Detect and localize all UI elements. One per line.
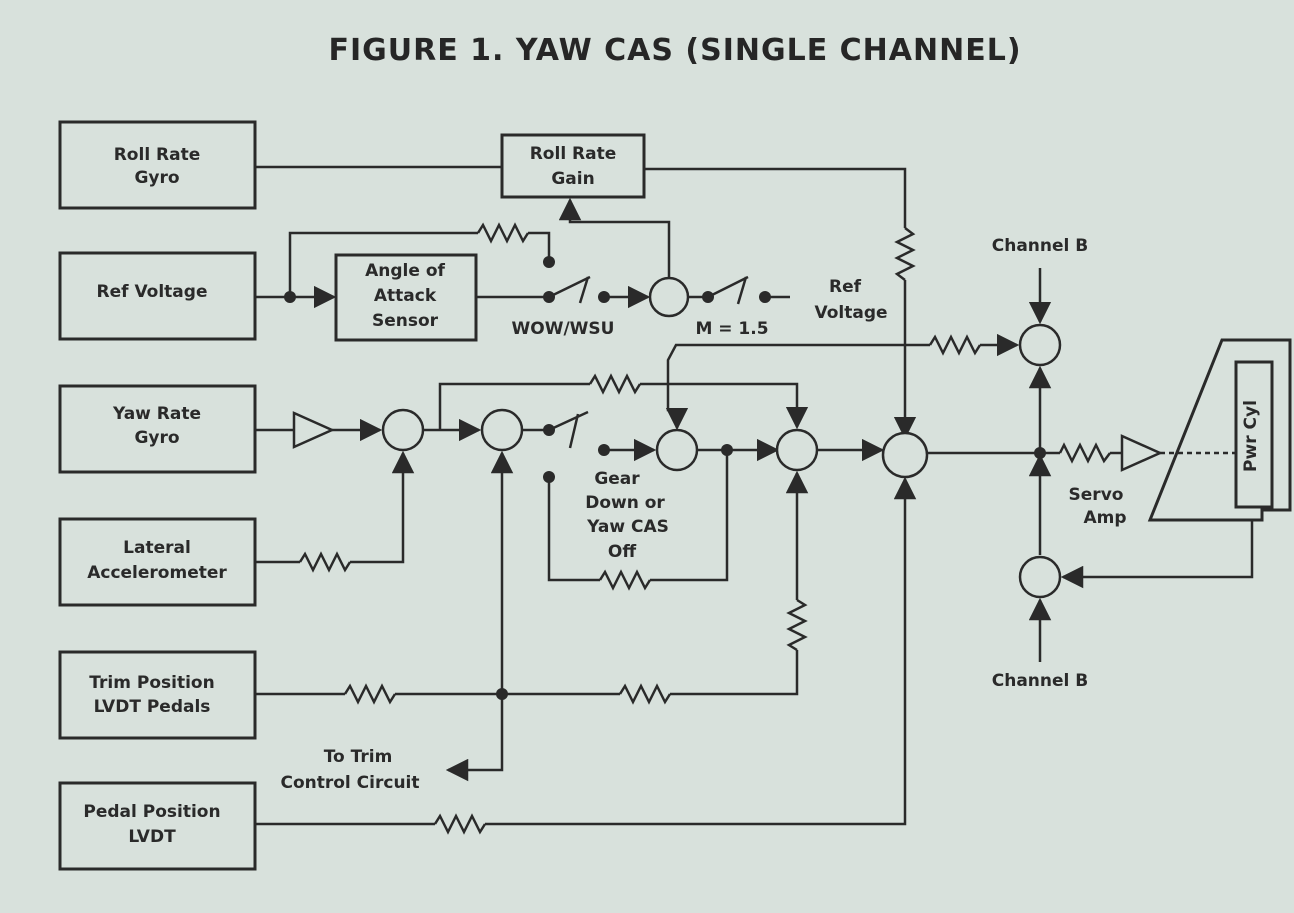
svg-text:LVDT: LVDT [128,827,176,847]
cylinder-feedback-wire [1060,520,1254,589]
summing-junction-1 [381,408,425,452]
servo-amp-label-1: Servo [1069,485,1124,505]
main-summing-junction [881,431,929,479]
servo-amplifier [1120,434,1164,472]
channel-b-bottom-label: Channel B [992,671,1089,691]
gear-label-4: Off [608,542,636,562]
svg-text:Ref Voltage: Ref Voltage [97,282,208,302]
ref-voltage-right-label-2: Voltage [814,303,887,323]
svg-text:Gyro: Gyro [134,428,179,448]
pedal-to-main-sum-wire [485,476,917,826]
mach-switch-blade [707,275,749,299]
gear-feedback-resistor [598,569,652,591]
summing-junction-3 [655,428,699,472]
lat-accel-resistor [298,551,352,573]
ref-bypass-resistor [476,222,530,244]
pedal-resistor [433,813,487,835]
gear-label-3: Yaw CAS [586,517,669,537]
angle-of-attack-sensor-block: Angle of Attack Sensor [334,253,478,342]
bypass-resistor [588,373,642,395]
trim-resistor [343,683,397,705]
channel-b-lower-sum [1018,555,1062,599]
ref-bypass-wire [288,231,478,297]
wow-wsu-label: WOW/WSU [512,319,615,339]
rudder-surface [1147,338,1292,522]
sum-to-gain-wire [558,197,671,278]
channel-b-resistor [928,334,982,356]
gear-feedback-wire [547,477,600,582]
yaw-rate-amplifier [292,411,336,449]
roll-gain-output-wire [644,167,907,228]
roll-rate-gain-block: Roll Rate Gain [500,133,646,199]
lat-accel-to-sum1-wire [350,450,415,564]
aoa-summing-junction [648,276,690,318]
ref-voltage-right-label-1: Ref [829,277,862,297]
servo-resistor [1058,442,1111,464]
servo-amp-label-2: Amp [1083,508,1126,528]
roll-rate-gyro-block: Roll Rate Gyro [58,120,257,210]
pwr-cyl-block [1234,360,1274,509]
svg-text:Angle of: Angle of [365,261,445,281]
aoa-switch-contact-upper [543,256,555,268]
bypass-top-wire [438,382,590,430]
bypass-to-sum4-wire [640,382,809,430]
ref-voltage-block: Ref Voltage [58,251,257,341]
figure-title: FIGURE 1. YAW CAS (SINGLE CHANNEL) [328,33,1021,68]
wow-wsu-switch-blade [548,275,591,299]
gear-feedback-return-wire [650,450,729,582]
gear-label-1: Gear [594,469,640,489]
ref-bypass-wire-2 [528,231,551,262]
trim-position-lvdt-block: Trim Position LVDT Pedals [58,650,257,740]
to-trim-control-wire [445,694,504,782]
yaw-rate-gyro-block: Yaw Rate Gyro [58,384,257,474]
svg-text:Roll Rate: Roll Rate [530,144,617,164]
to-trim-label-1: To Trim [324,747,393,767]
svg-text:Pedal Position: Pedal Position [83,802,220,822]
svg-text:LVDT Pedals: LVDT Pedals [94,697,211,717]
mach-switch-tick [736,276,748,305]
to-trim-label-2: Control Circuit [280,773,419,793]
svg-text:Trim Position: Trim Position [89,673,214,693]
gear-label-2: Down or [585,493,665,513]
pwr-cyl-label: Pwr Cyl [1241,400,1261,472]
svg-text:Accelerometer: Accelerometer [87,563,227,583]
lateral-accelerometer-block: Lateral Accelerometer [58,517,257,607]
svg-text:Gain: Gain [551,169,594,189]
summing-junction-2 [480,408,524,452]
mach-label: M = 1.5 [695,319,768,339]
svg-text:Sensor: Sensor [372,311,439,331]
gear-switch-tick [568,413,580,449]
svg-text:Lateral: Lateral [123,538,191,558]
trim-vertical-resistor [786,598,808,652]
wow-wsu-switch-tick [578,276,590,304]
svg-text:Attack: Attack [374,286,437,306]
roll-gain-resistor [894,227,916,281]
channel-b-upper-sum [1018,323,1062,367]
channel-b-top-label: Channel B [992,236,1089,256]
gear-switch-blade [548,410,589,432]
summing-junction-4 [775,428,819,472]
svg-text:Yaw Rate: Yaw Rate [112,404,201,424]
trim-right-wire-2 [670,650,799,696]
svg-text:Roll Rate: Roll Rate [114,145,201,165]
svg-text:Gyro: Gyro [134,168,179,188]
pedal-position-lvdt-block: Pedal Position LVDT [58,781,257,871]
trim-right-resistor [618,683,672,705]
sum3-to-channel-b-wire [665,343,885,431]
